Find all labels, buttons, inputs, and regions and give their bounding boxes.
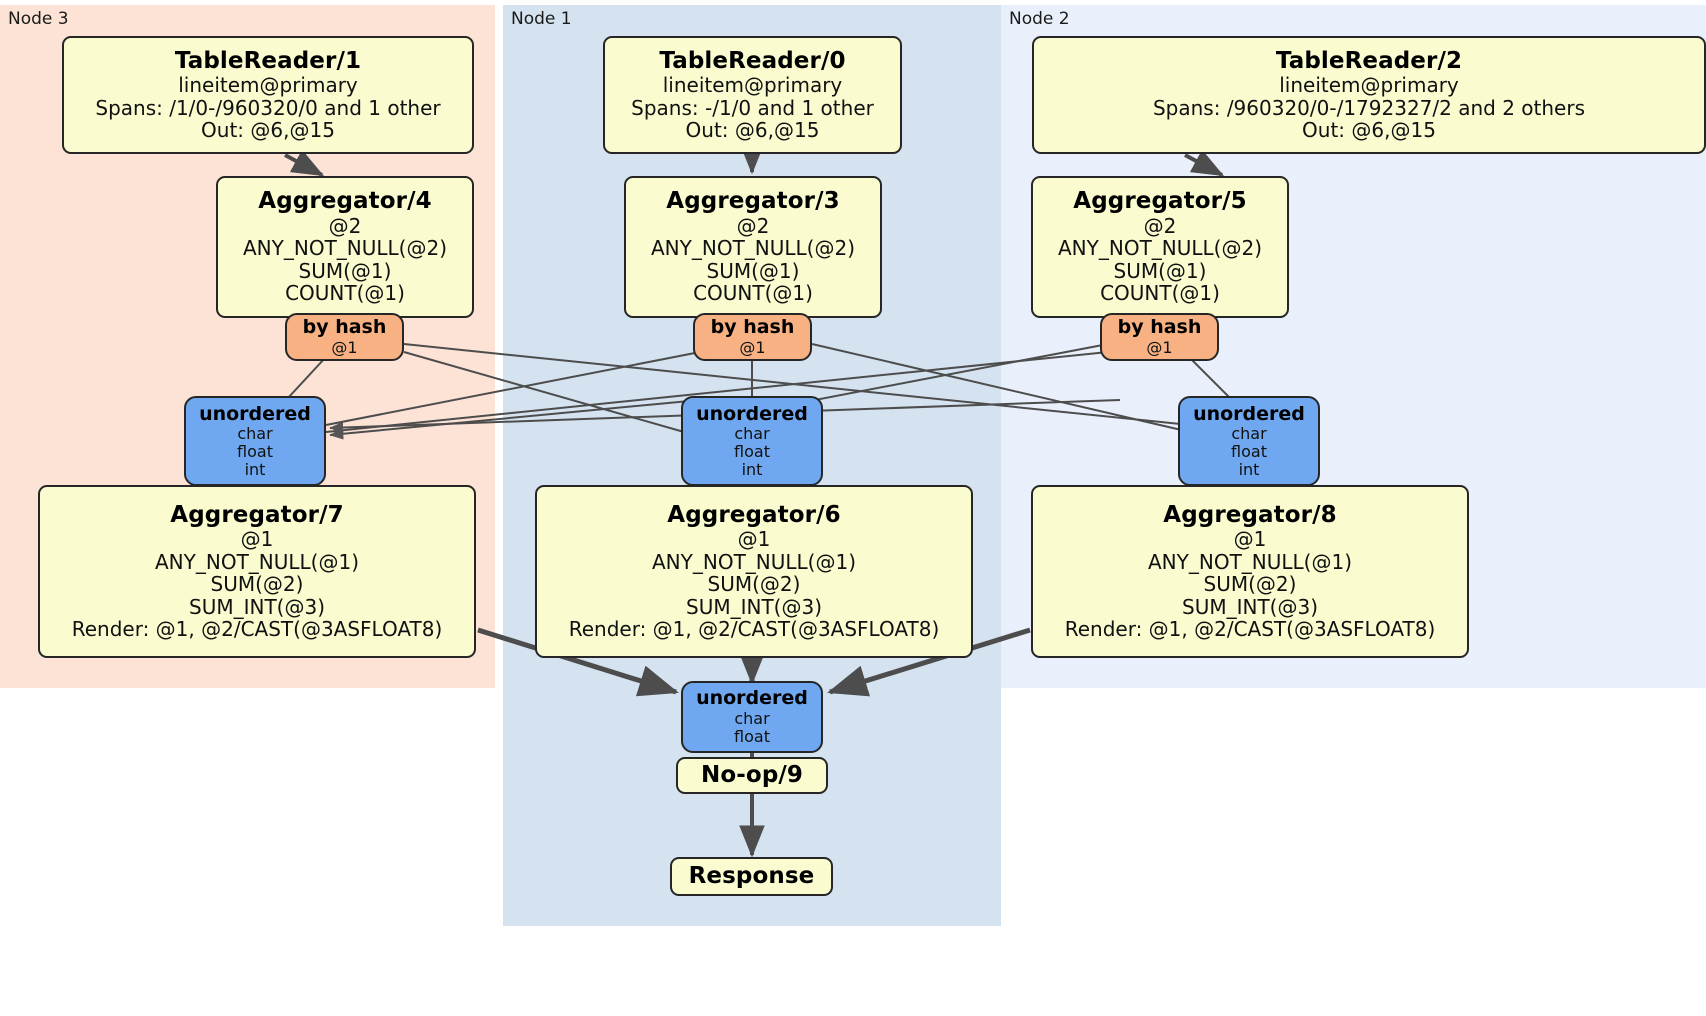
processor-detail: SUM_INT(@3): [189, 594, 325, 619]
processor-detail: Spans: /960320/0-/1792327/2 and 2 others: [1152, 95, 1585, 120]
processor-title: TableReader/1: [174, 47, 362, 74]
processor-detail: @2: [736, 214, 770, 239]
panel-node2-label: Node 2: [1009, 9, 1070, 29]
router-detail: @1: [1146, 337, 1173, 357]
router-by-hash-right[interactable]: by hash @1: [1100, 313, 1219, 361]
processor-detail: lineitem@primary: [662, 73, 843, 98]
router-detail: @1: [331, 337, 358, 357]
synchronizer-unordered-right[interactable]: unordered char float int: [1178, 396, 1320, 486]
processor-title: TableReader/0: [659, 47, 846, 74]
processor-detail: ANY_NOT_NULL(@1): [652, 549, 856, 574]
processor-tablereader-2[interactable]: TableReader/2 lineitem@primary Spans: /9…: [1032, 36, 1706, 154]
processor-aggregator-6[interactable]: Aggregator/6 @1 ANY_NOT_NULL(@1) SUM(@2)…: [535, 485, 973, 658]
synchronizer-type: char: [237, 423, 273, 443]
processor-detail: ANY_NOT_NULL(@2): [243, 236, 447, 261]
synchronizer-type: float: [734, 441, 770, 461]
processor-detail: Spans: /1/0-/960320/0 and 1 other: [95, 95, 441, 120]
processor-title: Response: [688, 862, 815, 889]
synchronizer-type: int: [741, 459, 763, 479]
processor-title: No-op/9: [701, 761, 803, 788]
processor-detail: SUM(@1): [706, 258, 800, 283]
processor-title: TableReader/2: [1275, 47, 1463, 74]
processor-detail: @2: [328, 214, 362, 239]
processor-tablereader-0[interactable]: TableReader/0 lineitem@primary Spans: -/…: [603, 36, 902, 154]
processor-detail: @1: [737, 527, 771, 552]
processor-detail: COUNT(@1): [285, 281, 405, 306]
processor-title: Aggregator/7: [170, 501, 344, 528]
processor-title: Aggregator/5: [1073, 188, 1247, 215]
processor-detail: SUM(@1): [298, 258, 392, 283]
synchronizer-type: char: [734, 423, 770, 443]
processor-tablereader-1[interactable]: TableReader/1 lineitem@primary Spans: /1…: [62, 36, 474, 154]
processor-title: Aggregator/6: [667, 501, 841, 528]
router-by-hash-left[interactable]: by hash @1: [285, 313, 404, 361]
synchronizer-type: float: [1231, 441, 1267, 461]
router-detail: @1: [739, 337, 766, 357]
processor-render: Render: @1, @2/CAST(@3ASFLOAT8): [1064, 616, 1436, 641]
processor-detail: SUM_INT(@3): [686, 594, 822, 619]
synchronizer-type: int: [244, 459, 266, 479]
synchronizer-title: unordered: [1193, 402, 1305, 425]
synchronizer-unordered-final[interactable]: unordered char float: [681, 681, 823, 753]
synchronizer-type: float: [237, 441, 273, 461]
synchronizer-unordered-left[interactable]: unordered char float int: [184, 396, 326, 486]
processor-detail: ANY_NOT_NULL(@1): [155, 549, 359, 574]
synchronizer-unordered-middle[interactable]: unordered char float int: [681, 396, 823, 486]
processor-aggregator-8[interactable]: Aggregator/8 @1 ANY_NOT_NULL(@1) SUM(@2)…: [1031, 485, 1469, 658]
processor-aggregator-5[interactable]: Aggregator/5 @2 ANY_NOT_NULL(@2) SUM(@1)…: [1031, 176, 1289, 318]
processor-detail: SUM(@2): [707, 572, 801, 597]
router-title: by hash: [302, 316, 387, 339]
processor-detail: Spans: -/1/0 and 1 other: [631, 95, 874, 120]
router-title: by hash: [1117, 316, 1202, 339]
processor-detail: ANY_NOT_NULL(@1): [1148, 549, 1352, 574]
processor-detail: COUNT(@1): [693, 281, 813, 306]
synchronizer-type: float: [734, 726, 770, 746]
processor-render: Render: @1, @2/CAST(@3ASFLOAT8): [568, 616, 940, 641]
processor-detail: SUM(@2): [1203, 572, 1297, 597]
processor-aggregator-7[interactable]: Aggregator/7 @1 ANY_NOT_NULL(@1) SUM(@2)…: [38, 485, 476, 658]
processor-detail: @1: [240, 527, 274, 552]
processor-detail: SUM(@2): [210, 572, 304, 597]
processor-detail: COUNT(@1): [1100, 281, 1220, 306]
processor-detail: SUM(@1): [1113, 258, 1207, 283]
synchronizer-title: unordered: [696, 687, 808, 710]
processor-detail: lineitem@primary: [178, 73, 358, 98]
processor-detail: Out: @6,@15: [1302, 118, 1436, 143]
processor-detail: SUM_INT(@3): [1182, 594, 1318, 619]
processor-noop-9[interactable]: No-op/9: [676, 757, 828, 794]
processor-response[interactable]: Response: [670, 857, 833, 896]
processor-detail: @1: [1233, 527, 1267, 552]
processor-title: Aggregator/4: [258, 188, 432, 215]
synchronizer-type: char: [1231, 423, 1267, 443]
processor-title: Aggregator/8: [1163, 501, 1337, 528]
processor-aggregator-3[interactable]: Aggregator/3 @2 ANY_NOT_NULL(@2) SUM(@1)…: [624, 176, 882, 318]
processor-detail: @2: [1143, 214, 1177, 239]
synchronizer-type: char: [734, 708, 770, 728]
synchronizer-title: unordered: [696, 402, 808, 425]
panel-node1-label: Node 1: [511, 9, 572, 29]
processor-detail: Out: @6,@15: [201, 118, 335, 143]
synchronizer-title: unordered: [199, 402, 311, 425]
router-by-hash-middle[interactable]: by hash @1: [693, 313, 812, 361]
router-title: by hash: [710, 316, 795, 339]
processor-aggregator-4[interactable]: Aggregator/4 @2 ANY_NOT_NULL(@2) SUM(@1)…: [216, 176, 474, 318]
processor-title: Aggregator/3: [666, 188, 840, 215]
panel-node3-label: Node 3: [8, 9, 69, 29]
processor-detail: Out: @6,@15: [685, 118, 820, 143]
synchronizer-type: int: [1238, 459, 1260, 479]
processor-render: Render: @1, @2/CAST(@3ASFLOAT8): [71, 616, 443, 641]
processor-detail: ANY_NOT_NULL(@2): [651, 236, 855, 261]
processor-detail: lineitem@primary: [1279, 73, 1459, 98]
processor-detail: ANY_NOT_NULL(@2): [1058, 236, 1262, 261]
